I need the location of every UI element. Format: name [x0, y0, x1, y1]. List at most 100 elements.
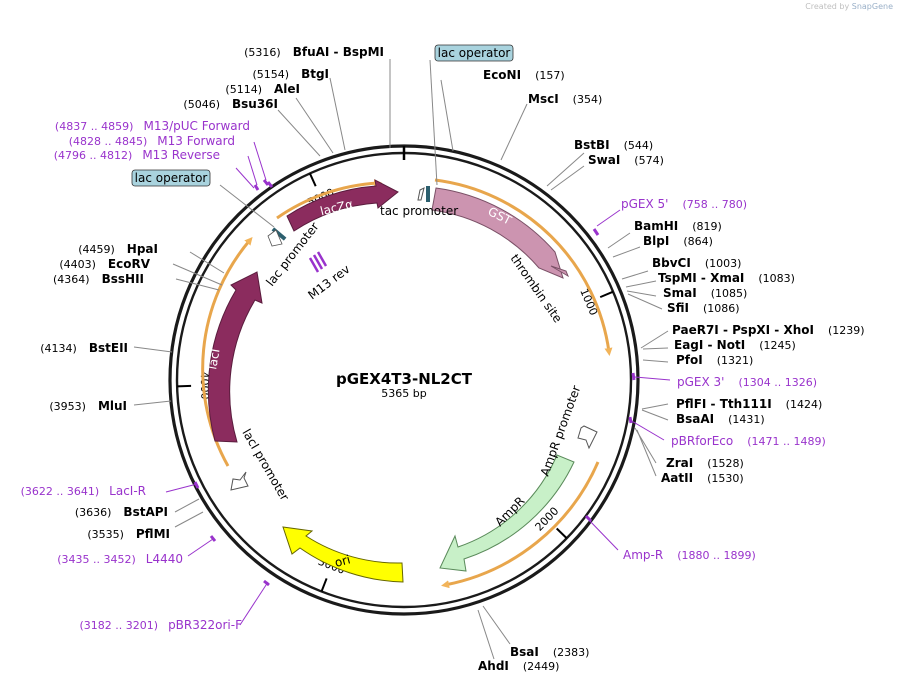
svg-text:SmaI(1085): SmaI (1085)	[663, 286, 747, 300]
lac-operator-labels: lac operator lac operator	[131, 44, 514, 228]
enzyme-name: SmaI	[663, 286, 697, 300]
enzyme-labels-right: EcoNI(157) MscI(354) BstBI (544) SwaI (574…	[478, 68, 865, 673]
enzyme-name: ZraI	[666, 456, 693, 470]
ampr-feature	[439, 454, 575, 572]
enzyme-pos: (5154)	[252, 68, 289, 81]
enzyme-name: PflFI - Tth111I	[676, 397, 772, 411]
enzyme-name: SwaI	[588, 153, 620, 167]
enzyme-pos: (1086)	[703, 302, 740, 315]
credit-brand: SnapGene	[851, 2, 893, 11]
enzyme-pos: (819)	[692, 220, 722, 233]
enzyme-name: BtgI	[301, 67, 329, 81]
svg-text:SwaI(574): SwaI (574)	[588, 153, 664, 167]
primer-name: M13 Forward	[157, 134, 235, 148]
leader-lines	[133, 59, 669, 660]
enzyme-name: BstAPI	[123, 505, 168, 519]
svg-text:(4364)BssHII: (4364)BssHII	[53, 272, 144, 286]
plasmid-name: pGEX4T3-NL2CT	[336, 370, 473, 388]
svg-text:(4828 .. 4845)M13 Forward: (4828 .. 4845) M13 Forward	[69, 134, 235, 148]
orf-arc-gst	[434, 178, 613, 356]
primer-range: (3182 .. 3201)	[80, 619, 159, 632]
features	[207, 179, 598, 583]
primer-labels: pGEX 5'(758 .. 780) pGEX 3'(1304 .. 1326…	[621, 197, 826, 562]
enzyme-pos: (864)	[683, 235, 713, 248]
orf-arc-amp	[441, 461, 600, 589]
enzyme-pos: (2383)	[553, 646, 590, 659]
enzyme-pos: (1245)	[759, 339, 796, 352]
enzyme-pos: (3535)	[87, 528, 124, 541]
enzyme-pos: (3636)	[75, 506, 112, 519]
m13-rev-label: M13 rev	[305, 262, 352, 302]
lac-operator-text-top: lac operator	[438, 46, 511, 60]
primer-range: (1304 .. 1326)	[738, 376, 817, 389]
enzyme-pos: (5316)	[244, 46, 281, 59]
primer-marks	[193, 179, 636, 587]
svg-text:(3182 .. 3201)pBR322ori-F: (3182 .. 3201)pBR322ori-F	[80, 618, 243, 632]
primer-name: M13/pUC Forward	[143, 119, 250, 133]
enzyme-pos: (544)	[624, 139, 654, 152]
credit-prefix: Created by	[805, 2, 850, 11]
primer-range: (4796 .. 4812)	[54, 149, 133, 162]
svg-text:PaeR7I - PspXI - XhoI(1239: PaeR7I - PspXI - XhoI(1239)	[672, 323, 865, 337]
enzyme-name: MluI	[98, 399, 127, 413]
enzyme-name: AatII	[661, 471, 693, 485]
enzyme-name: MscI	[528, 92, 559, 106]
enzyme-name: EcoNI	[483, 68, 521, 82]
snapgene-credit: Created by SnapGene	[805, 2, 893, 11]
tac-promoter-label: tac promoter	[380, 204, 458, 218]
enzyme-pos: (1424)	[786, 398, 823, 411]
svg-text:BstBI(544): BstBI (544)	[574, 138, 653, 152]
enzyme-pos: (5046)	[183, 98, 220, 111]
enzyme-pos: (4459)	[78, 243, 115, 256]
enzyme-pos: (5114)	[225, 83, 262, 96]
enzyme-name: BamHI	[634, 219, 678, 233]
enzyme-name: TspMI - XmaI	[658, 271, 744, 285]
svg-text:(4459)HpaI: (4459)HpaI	[78, 242, 158, 256]
plasmid-size: 5365 bp	[381, 387, 426, 400]
enzyme-name: BstBI	[574, 138, 610, 152]
svg-text:SfiI(1086): SfiI(1086)	[667, 301, 740, 315]
laci-promoter-label: lacI promoter	[239, 427, 291, 504]
primer-range: (758 .. 780)	[682, 198, 747, 211]
enzyme-name: PfoI	[676, 353, 703, 367]
tick-mark	[308, 173, 317, 187]
svg-text:(5316)BfuAI - BspMI: (5316)BfuAI - BspMI	[244, 45, 384, 59]
svg-text:MscI(354): MscI(354)	[528, 92, 602, 106]
svg-text:(5154)BtgI: (5154) BtgI	[252, 67, 329, 81]
primer-name: M13 Reverse	[142, 148, 220, 162]
svg-text:(5046)Bsu36I: (5046)Bsu36I	[183, 97, 278, 111]
thrombin-site-feature	[550, 265, 570, 278]
primer-range: (1880 .. 1899)	[677, 549, 756, 562]
svg-text:ZraI(1528): ZraI (1528)	[666, 456, 744, 470]
enzyme-pos: (574)	[634, 154, 664, 167]
lac-operator-box-top	[434, 44, 514, 62]
enzyme-name: BssHII	[102, 272, 144, 286]
enzyme-pos: (1528)	[707, 457, 744, 470]
primer-name: Amp-R	[623, 548, 663, 562]
svg-text:(4796 .. 4812)M13 Reverse: (4796 .. 4812) M13 Reverse	[54, 148, 220, 162]
svg-text:EcoNI(157): EcoNI(157)	[483, 68, 565, 82]
enzyme-pos: (1085)	[711, 287, 748, 300]
lac-operator-text-left: lac operator	[135, 171, 208, 185]
enzyme-name: AhdI	[478, 659, 509, 673]
backbone	[168, 144, 640, 616]
svg-text:pGEX 5'(758 .. 780): pGEX 5'(758 .. 780)	[621, 197, 747, 211]
primer-range: (4837 .. 4859)	[55, 120, 134, 133]
svg-text:(5114)AleI: (5114)AleI	[225, 82, 300, 96]
laci-promoter-arrow	[230, 471, 249, 491]
laci-label: lacI	[205, 348, 222, 371]
primer-range: (3622 .. 3641)	[21, 485, 100, 498]
enzyme-pos: (1083)	[758, 272, 795, 285]
enzyme-pos: (1003)	[705, 257, 742, 270]
svg-text:(3636)BstAPI: (3636) BstAPI	[75, 505, 168, 519]
enzyme-pos: (4403)	[59, 258, 96, 271]
svg-text:(3535)PflMI: (3535)PflMI	[87, 527, 170, 541]
orf-arc-lacz	[276, 179, 382, 220]
primer-range: (4828 .. 4845)	[69, 135, 148, 148]
svg-text:BsaAI(1431): BsaAI(1431)	[676, 412, 765, 426]
lac-operator-block-1	[426, 186, 430, 202]
enzyme-name: BsaI	[510, 645, 539, 659]
ampr-promoter-arrow	[577, 425, 598, 450]
enzyme-pos: (1321)	[717, 354, 754, 367]
